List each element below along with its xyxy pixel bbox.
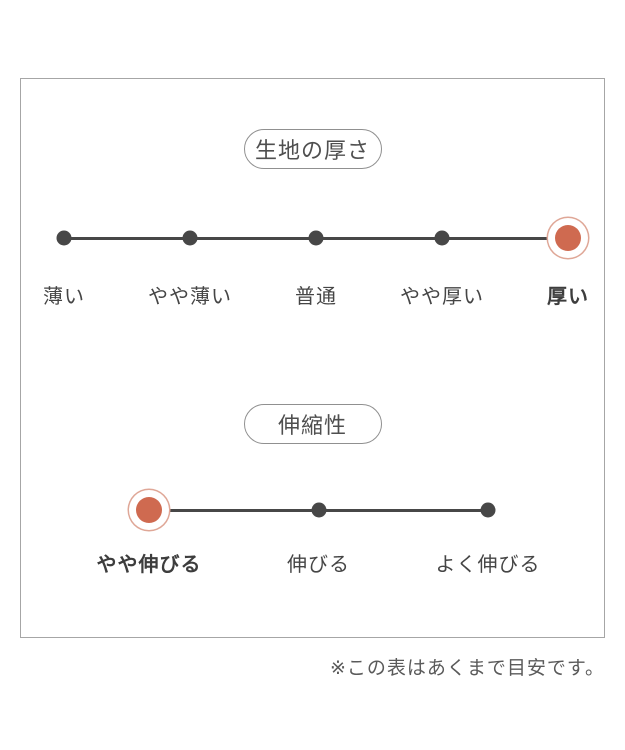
scale-dot	[480, 502, 496, 518]
selected-scale-dot	[136, 497, 162, 523]
option-label: やや伸びる	[96, 552, 202, 576]
spec-board: 生地の厚さ 薄い やや薄い 普通 やや厚い 厚い 伸縮性 やや伸びる 伸びる よく伸びる	[20, 78, 605, 638]
fabric-thickness-title-pill: 生地の厚さ	[243, 129, 382, 169]
scale-dot	[308, 230, 324, 246]
stretchiness-title: 伸縮性	[277, 414, 347, 439]
fabric-thickness-scale: 生地の厚さ 薄い やや薄い 普通 やや厚い 厚い	[21, 129, 604, 329]
fabric-thickness-title: 生地の厚さ	[254, 139, 370, 164]
option-label: よく伸びる	[435, 552, 541, 576]
stretchiness-title-pill: 伸縮性	[243, 404, 382, 444]
scale-dot	[182, 230, 198, 246]
option-label: 伸びる	[287, 552, 350, 576]
scale-dot	[434, 230, 450, 246]
selected-scale-dot	[555, 225, 581, 251]
stretchiness-scale: 伸縮性 やや伸びる 伸びる よく伸びる	[21, 404, 604, 604]
option-label: 薄い	[43, 284, 85, 308]
option-label: やや薄い	[148, 284, 232, 308]
scale-dot	[311, 502, 326, 518]
scale-dot	[56, 230, 72, 246]
disclaimer-note: ※この表はあくまで目安です。	[329, 657, 605, 679]
option-label: やや厚い	[400, 284, 484, 308]
option-label: 厚い	[547, 284, 589, 308]
option-label: 普通	[295, 284, 337, 308]
